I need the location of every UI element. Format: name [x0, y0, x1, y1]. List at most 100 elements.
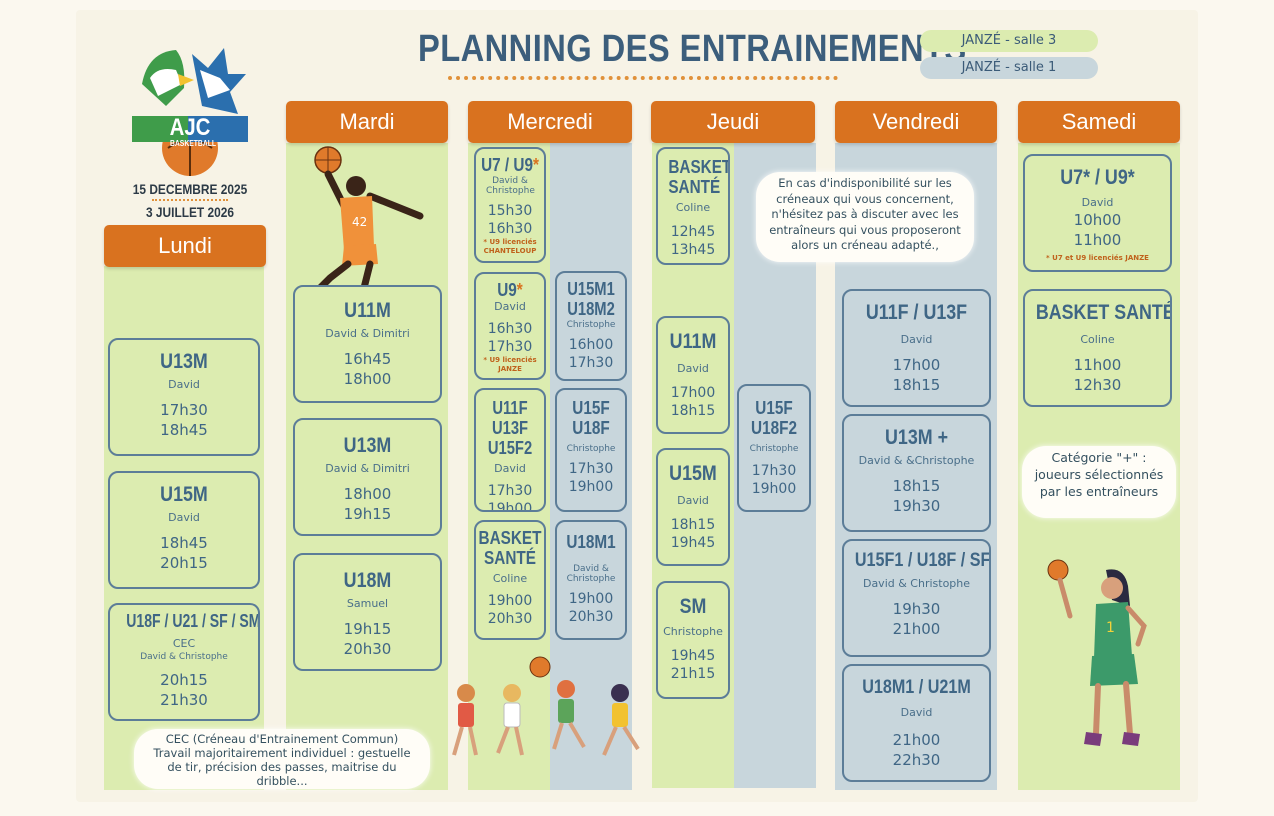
session-start: 18h15 [892, 477, 941, 495]
session-card: U9* David 16h30 17h30 * U9 licenciés JAN… [474, 272, 546, 380]
session-start: 20h15 [160, 671, 208, 689]
eagle-wolf-logo-icon [132, 48, 248, 176]
session-category: U11M [344, 299, 391, 322]
session-category: BASKET SANTÉ [478, 528, 542, 568]
session-category: U13M + [884, 426, 949, 449]
session-card: U13M David & Dimitri 18h00 19h15 [293, 418, 442, 536]
session-card: U15F1 / U18F / SF David & Christophe 19h… [842, 539, 991, 657]
day-header-mardi: Mardi [286, 101, 448, 143]
session-category: BASKET SANTÉ [668, 157, 730, 197]
session-category: U18M1 / U21M [862, 677, 971, 698]
cec-note: CEC (Créneau d'Entrainement Commun) Trav… [134, 729, 430, 789]
session-coach: Christophe [663, 625, 723, 638]
session-card: U18M1 / U21M David 21h00 22h30 [842, 664, 991, 782]
basketball-player-illustration: 42 [300, 146, 430, 302]
session-start: 19h30 [892, 600, 941, 618]
day-header-samedi: Samedi [1018, 101, 1180, 143]
session-card: BASKET SANTÉ Coline 12h45 13h45 [656, 147, 730, 265]
session-card: U11F / U13F David 17h00 18h15 [842, 289, 991, 407]
session-coach: Christophe [749, 444, 799, 454]
session-category: U15F U18F [572, 398, 610, 438]
day-header-lundi: Lundi [104, 225, 266, 267]
session-category: U13M [160, 350, 208, 373]
session-end: 19h45 [670, 535, 716, 551]
session-end: 19h00 [751, 481, 797, 497]
session-card: U13M + David & &Christophe 18h15 19h30 [842, 414, 991, 532]
session-category: U15M1 U18M2 [567, 279, 615, 319]
session-end: 18h15 [670, 403, 716, 419]
svg-text:42: 42 [352, 215, 367, 229]
session-start: 16h00 [568, 337, 614, 353]
session-start: 18h15 [670, 517, 716, 533]
session-end: 19h00 [568, 479, 614, 495]
day-header-jeudi: Jeudi [651, 101, 815, 143]
svg-text:1: 1 [1106, 620, 1115, 636]
session-end: 12h30 [1073, 376, 1122, 394]
session-coach: David [494, 462, 526, 475]
session-category: U18M1 [566, 532, 616, 552]
session-start: 16h45 [343, 350, 392, 368]
session-category: U9* [497, 280, 523, 300]
session-end: 17h30 [487, 339, 533, 355]
date-separator [152, 199, 228, 201]
session-coach: David [900, 333, 933, 346]
session-coach: Christophe [566, 444, 616, 454]
session-note: * U7 et U9 licenciés JANZE [1046, 254, 1149, 262]
session-category: U15M [160, 483, 208, 506]
session-end: 19h00 [487, 501, 533, 512]
session-start: 19h45 [670, 648, 716, 664]
session-coach: David [494, 300, 526, 313]
category-plus-note: Catégorie "+" : joueurs sélectionnés par… [1022, 446, 1176, 518]
session-end: 19h15 [343, 505, 392, 523]
session-card: U15M David 18h45 20h15 [108, 471, 260, 589]
legend-salle-3: JANZÉ - salle 3 [920, 30, 1098, 52]
girl-player-illustration: 1 [1046, 556, 1156, 752]
session-end: 13h45 [670, 242, 716, 258]
session-start: 18h00 [343, 485, 392, 503]
session-start: 15h30 [487, 203, 533, 219]
session-card: U18F / U21 / SF / SM CEC David & Christo… [108, 603, 260, 721]
session-end: 18h45 [160, 421, 208, 439]
session-end: 21h30 [160, 691, 208, 709]
session-coach: Samuel [346, 597, 389, 610]
session-note: * U9 licenciés CHANTELOUP [483, 238, 537, 255]
session-card: U11F U13F U15F2 David 17h30 19h00 [474, 388, 546, 512]
session-category: U11F / U13F [865, 301, 968, 324]
availability-note: En cas d'indisponibilité sur les créneau… [756, 172, 974, 262]
session-end: 16h30 [487, 221, 533, 237]
session-end: 20h30 [487, 611, 533, 627]
session-coach: David & Christophe [862, 577, 971, 590]
session-end: 20h30 [343, 640, 392, 658]
session-coach: Coline [1080, 333, 1115, 346]
session-end: 19h30 [892, 497, 941, 515]
session-start: 21h00 [892, 731, 941, 749]
session-coach: Christophe [566, 320, 616, 330]
season-start-date: 15 DECEMBRE 2025 [132, 181, 248, 197]
dunking-player-icon: 42 [306, 146, 424, 300]
legend-salle-1: JANZÉ - salle 1 [920, 57, 1098, 79]
session-coach: David [168, 378, 200, 391]
session-coach: David [1081, 196, 1114, 209]
day-header-mercredi: Mercredi [468, 101, 632, 143]
session-category: U11F U13F U15F2 [487, 398, 533, 458]
session-card: U11M David & Dimitri 16h45 18h00 [293, 285, 442, 403]
session-card: U18M1 David & Christophe 19h00 20h30 [555, 520, 627, 640]
session-card: U15M1 U18M2 Christophe 16h00 17h30 [555, 271, 627, 381]
session-end: 18h00 [343, 370, 392, 388]
session-category: U15M [669, 462, 717, 485]
session-category: U18M [343, 569, 392, 592]
session-start: 17h00 [670, 385, 716, 401]
session-end: 11h00 [1073, 231, 1122, 249]
session-end: 21h00 [892, 620, 941, 638]
session-card: U15F U18F Christophe 17h30 19h00 [555, 388, 627, 512]
kids-playing-illustration [438, 655, 652, 775]
session-start: 12h45 [670, 224, 716, 240]
session-card: U11M David 17h00 18h15 [656, 316, 730, 434]
logo-subtitle: BASKETBALL [169, 139, 217, 148]
session-coach: David & Dimitri [325, 327, 410, 340]
logo-text: AJC [169, 114, 211, 141]
session-card: U15M David 18h15 19h45 [656, 448, 730, 566]
session-card: U7 / U9* David & Christophe 15h30 16h30 … [474, 147, 546, 263]
girl-spinning-ball-icon: 1 [1047, 559, 1147, 746]
session-coach: CEC [172, 637, 196, 650]
